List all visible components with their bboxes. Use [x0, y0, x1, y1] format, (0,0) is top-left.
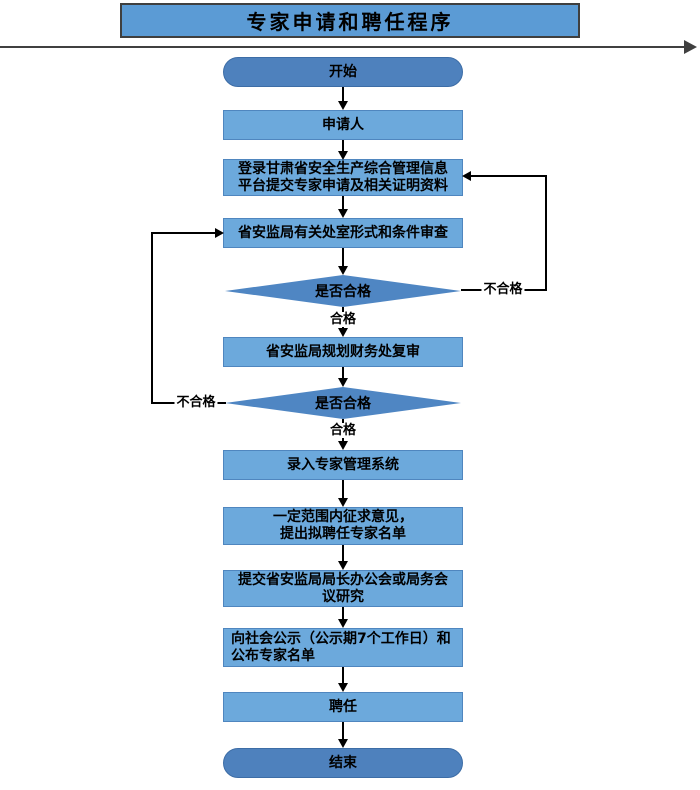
connector-formatreview-decision1 [342, 248, 344, 266]
process-box-finance-review: 省安监局规划财务处复审 [223, 337, 463, 367]
connector-meeting-notice [342, 607, 344, 619]
arrow-down-icon [338, 683, 348, 692]
process-box-login-platform: 登录甘肃省安全生产综合管理信息 平台提交专家申请及相关证明资料 [223, 159, 463, 196]
connector-entersystem-solicit [342, 480, 344, 498]
arrow-right-icon [215, 228, 224, 238]
process-box-enter-system: 录入专家管理系统 [223, 450, 463, 480]
top-rule-line [0, 46, 686, 48]
connector-applicant-login [342, 140, 344, 151]
connector-notice-appointment [342, 667, 344, 683]
arrow-down-icon [338, 209, 348, 218]
fail2-loop-top-line [151, 232, 215, 234]
arrow-down-icon [338, 151, 348, 160]
process-box-appointment: 聘任 [223, 692, 463, 722]
flowchart-title: 专家申请和聘任程序 [120, 3, 580, 38]
fail1-loop-top-line [471, 175, 547, 177]
fail2-loop-vertical-line [151, 233, 153, 404]
label-fail-1: 不合格 [481, 282, 525, 297]
label-pass-1: 合格 [327, 312, 359, 327]
arrow-down-icon [338, 561, 348, 570]
fail1-loop-vertical-line [545, 176, 547, 291]
label-fail-2: 不合格 [174, 395, 218, 410]
arrow-down-icon [338, 498, 348, 507]
arrow-down-icon [338, 619, 348, 628]
arrow-down-icon [338, 266, 348, 275]
connector-start-applicant [342, 87, 344, 101]
connector-financereview-decision2 [342, 367, 344, 378]
process-box-public-notice: 向社会公示（公示期7个工作日）和 公布专家名单 [223, 628, 463, 667]
arrow-down-icon [338, 101, 348, 110]
arrow-down-icon [338, 441, 348, 450]
top-rule-arrowhead-icon [684, 40, 697, 54]
connector-appointment-end [342, 722, 344, 739]
connector-login-formatreview [342, 196, 344, 209]
start-terminal: 开始 [223, 57, 463, 87]
process-box-solicit-opinions: 一定范围内征求意见， 提出拟聘任专家名单 [223, 507, 463, 545]
arrow-down-icon [338, 739, 348, 748]
arrow-down-icon [338, 328, 348, 337]
process-box-submit-meeting: 提交省安监局局长办公会或局务会 议研究 [223, 570, 463, 607]
decision-diamond-2: 是否合格 [225, 387, 461, 419]
connector-solicit-meeting [342, 545, 344, 561]
arrow-left-icon [462, 171, 471, 181]
end-terminal: 结束 [223, 748, 463, 778]
process-box-applicant: 申请人 [223, 110, 463, 140]
decision-diamond-1: 是否合格 [225, 275, 461, 307]
arrow-down-icon [338, 378, 348, 387]
label-pass-2: 合格 [327, 423, 359, 438]
process-box-format-review: 省安监局有关处室形式和条件审查 [223, 218, 463, 248]
